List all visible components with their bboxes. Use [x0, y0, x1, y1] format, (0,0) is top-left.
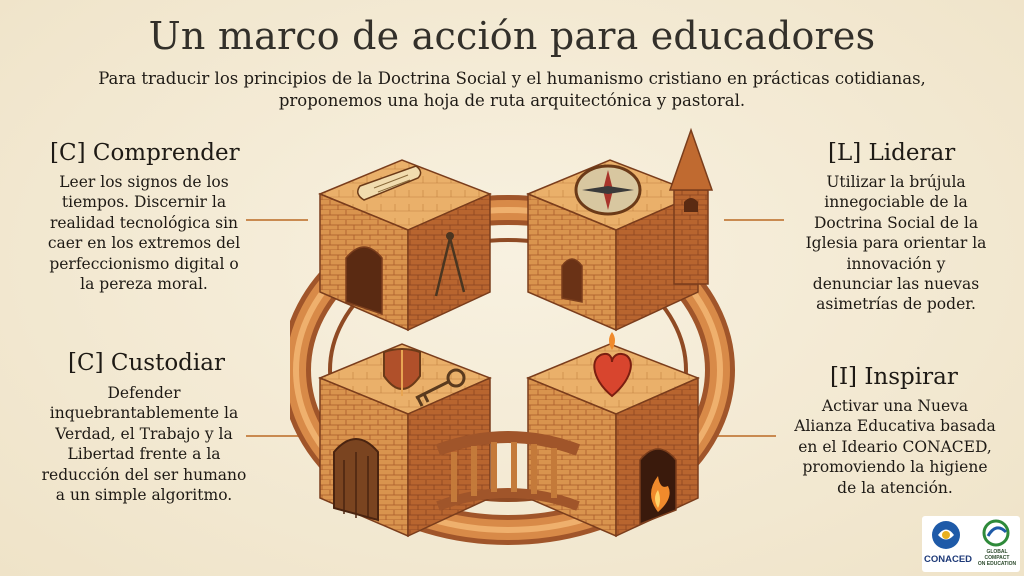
conaced-logo-text: CONACED — [924, 554, 973, 565]
shield-icon — [383, 348, 421, 396]
inspirar-heading: [I] Inspirar — [830, 364, 958, 390]
custodiar-line: reducción del ser humano — [41, 465, 247, 484]
liderar-line: innovación y — [846, 254, 946, 273]
comprender-line: la pereza moral. — [80, 275, 208, 294]
inspirar-connector — [716, 435, 776, 437]
liderar-connector — [724, 219, 784, 221]
heart-icon — [593, 332, 632, 398]
custodiar-line: a un simple algoritmo. — [55, 486, 233, 505]
global-compact-line: ON EDUCATION — [977, 561, 1017, 567]
liderar-line: Iglesia para orientar la — [805, 234, 987, 253]
liderar-heading: [L] Liderar — [828, 140, 956, 166]
inspirar-line: de la atención. — [837, 478, 953, 497]
comprender-heading: [C] Comprender — [50, 140, 240, 166]
global-compact-emblem-icon — [982, 519, 1010, 547]
comprender-line: tiempos. Discernir la — [61, 193, 227, 212]
cube-inspirar — [526, 332, 700, 538]
custodiar-line: inquebrantablemente la — [49, 404, 239, 423]
partner-logos: CONACED GLOBAL COMPACT ON EDUCATION — [922, 516, 1020, 572]
comprender-connector — [246, 219, 308, 221]
comprender-line: realidad tecnológica sin — [49, 213, 239, 232]
custodiar-line: Libertad frente a la — [67, 445, 221, 464]
liderar-line: Utilizar la brújula — [826, 173, 966, 191]
global-compact-logo-text: GLOBAL COMPACT ON EDUCATION — [974, 549, 1020, 567]
subtitle-line-2: proponemos una hoja de ruta arquitectóni… — [278, 91, 746, 110]
page-title: Un marco de acción para educadores — [148, 14, 876, 58]
logo-marks — [932, 519, 1010, 549]
liderar-line: asimetrías de poder. — [816, 295, 976, 314]
cube-liderar — [526, 127, 714, 332]
conaced-emblem-icon — [932, 521, 960, 549]
page-subtitle: Para traducir los principios de la Doctr… — [90, 68, 934, 112]
colonnade — [435, 431, 581, 511]
fire-icon — [651, 476, 670, 512]
comprender-line: perfeccionismo digital o — [49, 254, 239, 273]
cube-comprender — [318, 159, 492, 332]
liderar-line: Doctrina Social de la — [813, 213, 979, 232]
custodiar-line: Verdad, el Trabajo y la — [55, 424, 233, 443]
inspirar-line: Activar una Nueva — [821, 397, 969, 415]
comprender-line: caer en los extremos del — [47, 234, 241, 253]
inspirar-line: promoviendo la higiene — [802, 458, 988, 477]
global-compact-line: GLOBAL COMPACT — [984, 549, 1010, 561]
custodiar-heading: [C] Custodiar — [68, 350, 225, 376]
key-icon — [415, 368, 466, 407]
liderar-line: innegociable de la — [824, 193, 968, 212]
liderar-description: Utilizar la brújula innegociable de la D… — [778, 172, 1014, 315]
architecture-diagram — [290, 127, 735, 545]
custodiar-connector — [246, 435, 308, 437]
ring-walkway — [290, 195, 735, 545]
inspirar-description: Activar una Nueva Alianza Educativa basa… — [772, 396, 1018, 498]
bell-tower-icon — [668, 127, 714, 285]
scroll-icon — [357, 165, 422, 201]
liderar-line: denunciar las nuevas — [812, 275, 980, 294]
compass-tool-icon — [434, 232, 466, 297]
subtitle-line-1: Para traducir los principios de la Doctr… — [98, 69, 926, 88]
custodiar-description: Defender inquebrantablemente la Verdad, … — [24, 383, 264, 505]
custodiar-line: Defender — [107, 384, 181, 402]
comprender-description: Leer los signos de los tiempos. Discerni… — [28, 172, 260, 294]
inspirar-line: Alianza Educativa basada — [794, 417, 996, 436]
comprender-line: Leer los signos de los — [59, 173, 229, 191]
navigation-compass-icon — [574, 164, 642, 216]
inspirar-line: en el Ideario CONACED, — [798, 437, 992, 456]
